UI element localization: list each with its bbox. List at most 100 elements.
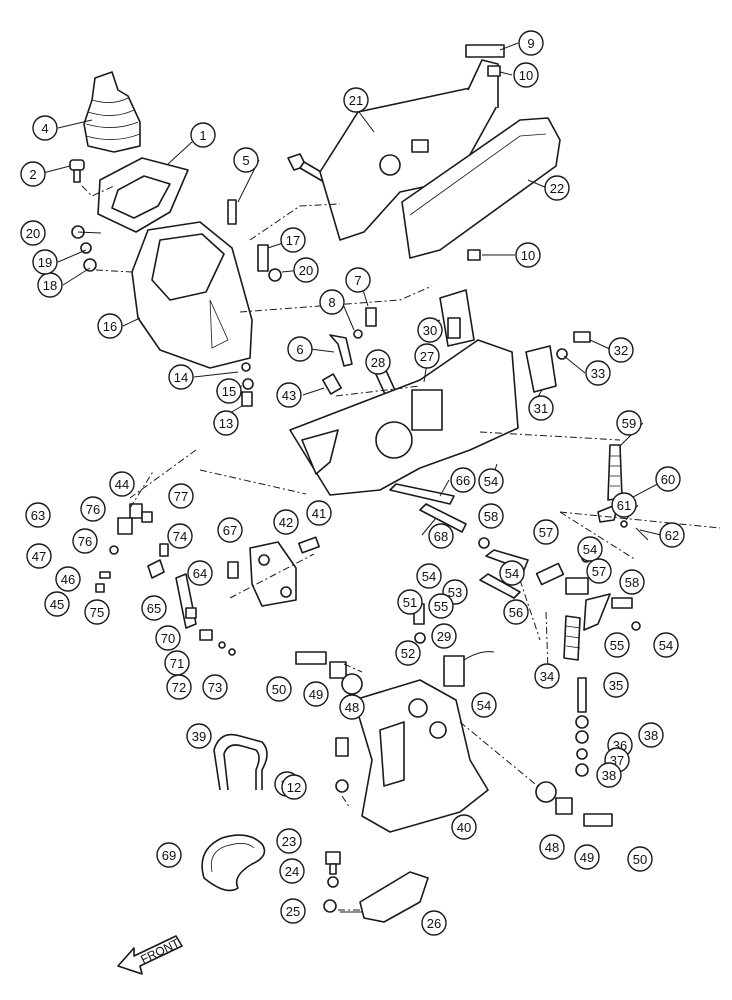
callout-5: 5	[233, 147, 259, 173]
callout-circle	[293, 257, 319, 283]
callout-61: 61	[611, 492, 637, 518]
callout-number: 25	[286, 904, 300, 919]
callout-31: 31	[528, 395, 554, 421]
callout-number: 60	[661, 472, 675, 487]
callout-number: 16	[103, 319, 117, 334]
callout-44: 44	[109, 471, 135, 497]
callout-circle	[213, 410, 239, 436]
part-console-housing	[131, 221, 253, 369]
callout-circle	[166, 674, 192, 700]
callout-42: 42	[273, 509, 299, 535]
callout-15: 15	[216, 378, 242, 404]
callout-circle	[608, 337, 634, 363]
callout-circle	[627, 846, 653, 872]
callout-circle	[217, 517, 243, 543]
callout-circle	[544, 175, 570, 201]
callout-circle	[450, 467, 476, 493]
callout-number: 43	[282, 388, 296, 403]
callout-number: 57	[592, 564, 606, 579]
callout-54: 54	[577, 536, 603, 562]
callout-number: 20	[26, 226, 40, 241]
parts-artwork	[69, 44, 649, 923]
callout-28: 28	[365, 349, 391, 375]
callout-48: 48	[339, 694, 365, 720]
callout-number: 50	[272, 682, 286, 697]
callout-circle	[20, 161, 46, 187]
callout-number: 76	[78, 534, 92, 549]
callout-number: 61	[617, 498, 631, 513]
part-block-30	[439, 289, 475, 347]
callout-circle	[638, 722, 664, 748]
callout-number: 47	[32, 549, 46, 564]
callout-number: 40	[457, 820, 471, 835]
callout-13: 13	[213, 410, 239, 436]
callout-59: 59	[616, 410, 642, 436]
callout-number: 30	[423, 323, 437, 338]
callout-number: 48	[345, 700, 359, 715]
callout-19: 19	[32, 249, 58, 275]
callout-circle	[478, 503, 504, 529]
callout-number: 18	[43, 278, 57, 293]
callout-circle	[528, 395, 554, 421]
callout-65: 65	[141, 595, 167, 621]
callout-number: 28	[371, 355, 385, 370]
callout-number: 14	[174, 370, 188, 385]
callout-number: 56	[509, 605, 523, 620]
callout-circle	[26, 543, 52, 569]
callout-number: 72	[172, 680, 186, 695]
callout-circle	[156, 842, 182, 868]
part-pedal-base	[353, 679, 489, 833]
callout-circle	[343, 87, 369, 113]
callout-40: 40	[451, 814, 477, 840]
callout-66: 66	[450, 467, 476, 493]
callout-circle	[306, 500, 332, 526]
callout-57: 57	[533, 519, 559, 545]
callout-circle	[168, 364, 194, 390]
callout-circle	[414, 343, 440, 369]
front-label: FRONT	[138, 936, 182, 967]
part-loop	[201, 834, 266, 892]
callout-circle	[276, 382, 302, 408]
callout-number: 2	[29, 167, 36, 182]
callout-number: 51	[403, 595, 417, 610]
part-lever-6	[322, 334, 353, 395]
callout-circle	[534, 663, 560, 689]
callout-circle	[451, 814, 477, 840]
callout-76: 76	[80, 496, 106, 522]
callout-circle	[395, 640, 421, 666]
callout-number: 21	[349, 93, 363, 108]
callout-circle	[84, 599, 110, 625]
callout-circle	[80, 496, 106, 522]
callout-49: 49	[303, 681, 329, 707]
callout-circle	[577, 536, 603, 562]
callout-number: 31	[534, 401, 548, 416]
callout-circle	[303, 681, 329, 707]
callout-74: 74	[167, 523, 193, 549]
part-spring-34	[563, 615, 581, 661]
front-arrow: FRONT	[117, 935, 183, 975]
callout-circle	[190, 122, 216, 148]
callout-18: 18	[37, 272, 63, 298]
callout-circle	[273, 509, 299, 535]
callout-2: 2	[20, 161, 46, 187]
callout-circle	[319, 289, 345, 315]
callout-number: 53	[448, 585, 462, 600]
callout-circle	[72, 528, 98, 554]
callout-circle	[604, 632, 630, 658]
callout-67: 67	[217, 517, 243, 543]
callout-circle	[655, 466, 681, 492]
callout-43: 43	[276, 382, 302, 408]
callout-circle	[518, 30, 544, 56]
callout-circle	[574, 844, 600, 870]
callout-number: 33	[591, 366, 605, 381]
callout-circle	[431, 623, 457, 649]
callout-17: 17	[280, 227, 306, 253]
part-spring-59	[607, 444, 623, 501]
callout-35: 35	[603, 672, 629, 698]
part-bolt-10	[467, 65, 501, 261]
callout-68: 68	[428, 523, 454, 549]
callout-46: 46	[55, 566, 81, 592]
callout-number: 8	[328, 295, 335, 310]
callout-41: 41	[306, 500, 332, 526]
